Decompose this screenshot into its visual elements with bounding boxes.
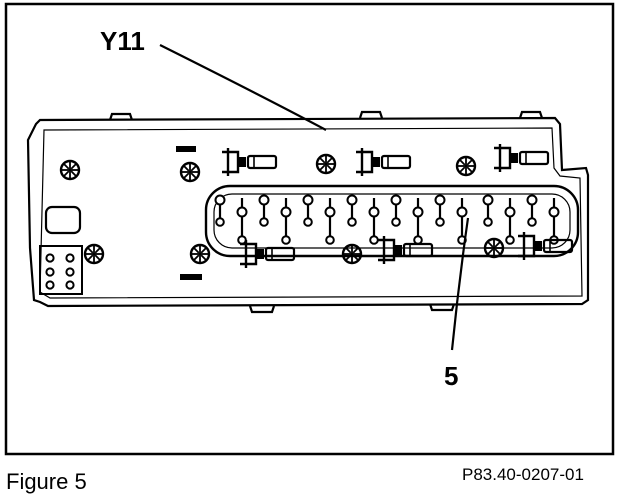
figure-caption: Figure 5 <box>6 469 87 494</box>
connector-icon <box>356 148 412 176</box>
connector-icon <box>240 240 296 268</box>
connector-icon <box>518 232 574 260</box>
gear-icon <box>59 159 81 181</box>
contact-pin-icon <box>434 194 446 227</box>
contact-pin-icon <box>236 198 248 245</box>
callout-label-5: 5 <box>444 361 458 391</box>
callout-label-y11: Y11 <box>100 26 145 56</box>
contact-pin-icon <box>548 198 560 245</box>
contact-pin-icon <box>324 198 336 245</box>
gear-icon <box>315 153 337 175</box>
contact-pin-icon <box>526 194 538 227</box>
contact-pin-icon <box>346 194 358 227</box>
connector-icon <box>494 144 550 172</box>
figure-frame <box>4 2 615 456</box>
connector-group <box>222 144 574 268</box>
gear-icon <box>455 155 477 177</box>
gear-icon <box>483 237 505 259</box>
contact-pin-icon <box>214 194 226 227</box>
contact-pin-icon <box>504 198 516 245</box>
connector-icon <box>378 236 434 264</box>
gear-icon <box>341 243 363 265</box>
slot-bottom <box>180 274 202 280</box>
leader-line-y11 <box>159 44 327 131</box>
reference-code: P83.40-0207-01 <box>462 465 584 484</box>
contact-channel <box>204 184 580 258</box>
contact-pin-icon <box>412 198 424 245</box>
square-pad <box>44 205 82 235</box>
gear-icon <box>83 243 105 265</box>
connector-icon <box>222 148 278 176</box>
contact-pin-icon <box>390 194 402 227</box>
gear-icon <box>189 243 211 265</box>
contact-channel-inner <box>213 193 571 249</box>
contact-pin-icon <box>482 194 494 227</box>
gear-icon <box>179 161 201 183</box>
contact-pin-icon <box>368 198 380 245</box>
slot-top <box>176 146 196 152</box>
gear-group <box>59 153 505 265</box>
leader-line-5 <box>450 217 470 351</box>
socket-block <box>39 245 83 295</box>
contact-pin-icon <box>280 198 292 245</box>
contact-pin-icon <box>302 194 314 227</box>
contact-pin-icon <box>258 194 270 227</box>
contact-row <box>214 194 560 245</box>
